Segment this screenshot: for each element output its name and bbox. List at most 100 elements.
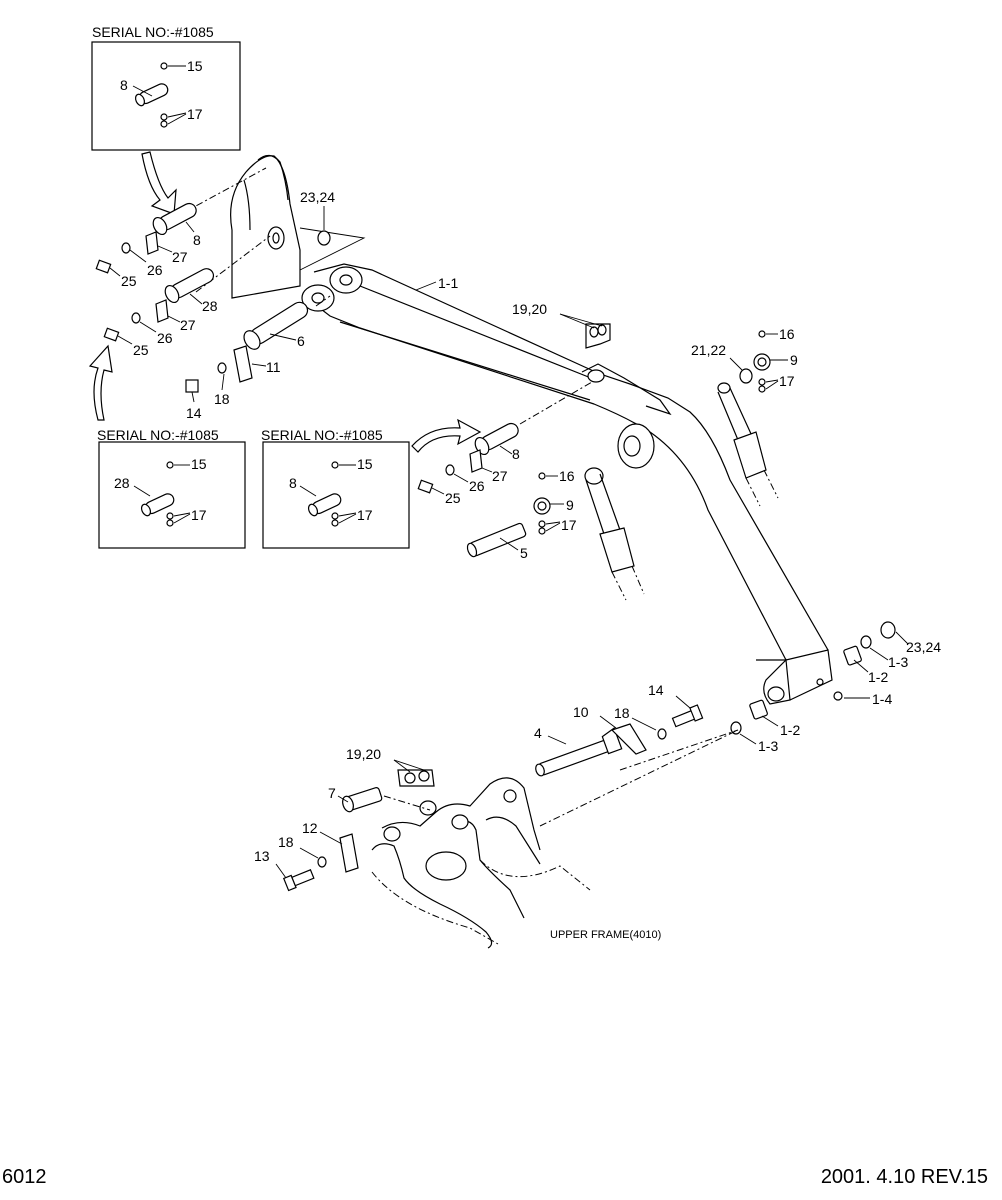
serial-inset-top: SERIAL NO:-#1085 8 15 17 — [91, 24, 241, 151]
callout-11: 11 — [266, 359, 281, 375]
curved-arrow-up — [88, 344, 113, 421]
plate-27-upper — [145, 231, 159, 255]
washer-18 — [217, 362, 227, 374]
washer-23-24-lower — [880, 621, 896, 639]
serial-inset-left: SERIAL NO:-#1085 28 15 17 — [97, 427, 246, 549]
washer-21-22 — [739, 368, 753, 384]
callout-26: 26 — [147, 262, 163, 278]
callout-25: 25 — [121, 273, 137, 289]
callout-23-24: 23,24 — [300, 189, 335, 205]
inset-title: SERIAL NO:-#1085 — [97, 427, 219, 443]
callout-12: 12 — [302, 820, 318, 836]
callout-18: 18 — [278, 834, 294, 850]
callout-1-3: 1-3 — [758, 738, 778, 754]
callout-14: 14 — [186, 405, 202, 421]
callout-23-24: 23,24 — [906, 639, 941, 655]
bolt-16-lower — [538, 472, 546, 480]
inset-label-15: 15 — [357, 456, 373, 472]
inset-title: SERIAL NO:-#1085 — [92, 24, 214, 40]
pin-28 — [164, 268, 215, 304]
callout-8: 8 — [193, 232, 201, 248]
callout-26: 26 — [469, 478, 485, 494]
pin-8-upper — [152, 202, 197, 236]
serial-inset-middle: SERIAL NO:-#1085 8 15 17 — [261, 427, 410, 549]
boom-assembly — [301, 263, 833, 705]
inset-pin-8 — [307, 493, 342, 517]
callout-13: 13 — [254, 848, 270, 864]
washer-18-lower — [657, 728, 667, 740]
inset-pin-28 — [140, 493, 175, 517]
plate-27-middle — [469, 449, 483, 473]
callout-17: 17 — [779, 373, 795, 389]
plate-10 — [610, 723, 647, 755]
callout-9: 9 — [790, 352, 798, 368]
washer-26-lower — [131, 312, 141, 324]
callout-18: 18 — [214, 391, 230, 407]
washer-26-middle — [445, 464, 455, 476]
callout-5: 5 — [520, 545, 528, 561]
washer-26-upper — [121, 242, 131, 254]
bolt-25-middle — [417, 479, 434, 494]
callout-28: 28 — [202, 298, 218, 314]
callout-25: 25 — [445, 490, 461, 506]
inset-frame — [262, 441, 410, 549]
inset-frame — [91, 41, 241, 151]
bolt-25-lower — [103, 327, 120, 342]
inset-label-15: 15 — [191, 456, 207, 472]
callout-14: 14 — [648, 682, 664, 698]
bushing-9-lower — [533, 497, 551, 515]
callout-19-20: 19,20 — [346, 746, 381, 762]
callout-16: 16 — [779, 326, 795, 342]
callout-1-4: 1-4 — [872, 691, 892, 707]
inset-label-15: 15 — [187, 58, 203, 74]
boom-cylinder-right — [717, 382, 779, 507]
callout-16: 16 — [559, 468, 575, 484]
pin-7 — [342, 787, 383, 813]
upper-frame-label: UPPER FRAME(4010) — [550, 929, 661, 941]
boom-cylinder-center — [584, 467, 645, 601]
page-number: 6012 — [2, 1166, 47, 1188]
inset-label-17: 17 — [191, 507, 207, 523]
callout-26: 26 — [157, 330, 173, 346]
bushing-9-upper — [753, 353, 771, 371]
bushing-1-2-upper — [843, 645, 862, 666]
bushing-1-2-lower — [749, 699, 768, 720]
washer-23-24-upper — [317, 230, 331, 246]
inset-pin-8 — [134, 83, 169, 107]
pin-6 — [243, 301, 309, 350]
plate-27-lower — [155, 299, 169, 323]
plate-11 — [233, 345, 253, 383]
bolt-14-upper — [185, 379, 199, 403]
callout-1-1: 1-1 — [438, 275, 458, 291]
callout-25: 25 — [133, 342, 149, 358]
inset-label-17: 17 — [357, 507, 373, 523]
inset-label-17: 17 — [187, 106, 203, 122]
bolt-13 — [282, 869, 315, 892]
callout-17: 17 — [561, 517, 577, 533]
callout-10: 10 — [573, 704, 589, 720]
callout-18: 18 — [614, 705, 630, 721]
bolt-25-upper — [95, 259, 112, 274]
callout-1-2: 1-2 — [868, 669, 888, 685]
bolt-16-upper — [758, 330, 766, 338]
callout-27: 27 — [180, 317, 196, 333]
pin-4 — [535, 727, 623, 777]
curved-arrow-right — [411, 418, 482, 453]
seal-1-3-upper — [860, 635, 872, 649]
callout-27: 27 — [172, 249, 188, 265]
callout-9: 9 — [566, 497, 574, 513]
pin-5 — [466, 522, 527, 558]
callout-8: 8 — [512, 446, 520, 462]
callout-1-3: 1-3 — [888, 654, 908, 670]
callout-21-22: 21,22 — [691, 342, 726, 358]
callout-6: 6 — [297, 333, 305, 349]
upper-frame-bracket — [371, 777, 591, 949]
bolt-14-lower — [671, 704, 704, 728]
callout-19-20: 19,20 — [512, 301, 547, 317]
inset-pin-label: 28 — [114, 475, 130, 491]
callout-4: 4 — [534, 725, 542, 741]
inset-pin-label: 8 — [120, 77, 128, 93]
inset-frame — [98, 441, 246, 549]
